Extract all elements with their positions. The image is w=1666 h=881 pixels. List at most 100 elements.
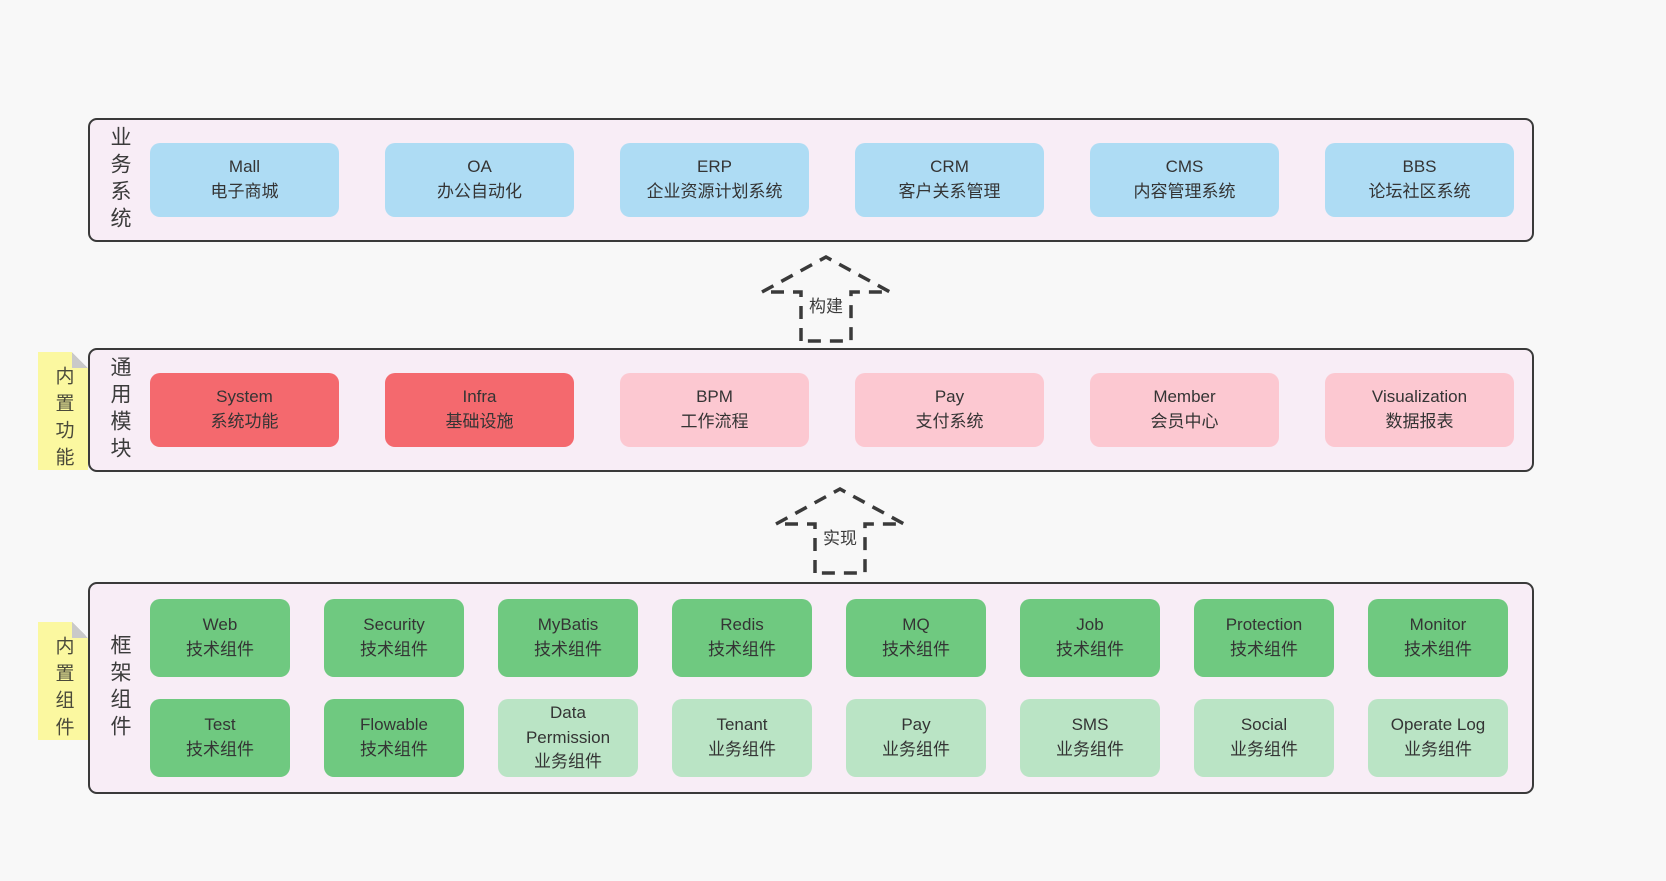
- arrow-build-label: 构建: [806, 292, 846, 317]
- box-subtitle: 客户关系管理: [898, 182, 1001, 201]
- box-subtitle: 技术组件: [1230, 640, 1298, 659]
- box-visualization: Visualization 数据报表: [1325, 373, 1514, 447]
- box-erp: ERP 企业资源计划系统: [620, 143, 809, 217]
- box-title: Mall: [228, 157, 261, 177]
- box-sms: SMS 业务组件: [1020, 699, 1160, 777]
- box-flowable: Flowable 技术组件: [324, 699, 464, 777]
- box-subtitle: 技术组件: [360, 640, 428, 659]
- sticky-note-label: 内置功能: [52, 366, 74, 474]
- box-row: System 系统功能 Infra 基础设施 BPM 工作流程 Pay 支付系统 Member 会…: [150, 373, 1514, 447]
- dashed-up-arrow-icon: [761, 255, 891, 343]
- box-subtitle: 业务组件: [534, 752, 602, 772]
- box-subtitle: 论坛社区系统: [1368, 182, 1471, 201]
- box-mybatis: MyBatis 技术组件: [498, 599, 638, 677]
- box-row: Mall 电子商城 OA 办公自动化 ERP 企业资源计划系统 CRM 客户关系管理 CMS 内容…: [150, 143, 1514, 217]
- box-title: MQ: [902, 615, 930, 635]
- note-fold-icon: [72, 352, 88, 368]
- box-title: CRM: [930, 157, 969, 177]
- box-row: Test 技术组件 Flowable 技术组件 Data Permission 业务组件 T…: [150, 699, 1508, 777]
- box-subtitle: 会员中心: [1150, 412, 1219, 431]
- box-title: Redis: [720, 615, 764, 635]
- box-subtitle: 技术组件: [186, 740, 254, 759]
- box-subtitle: 工作流程: [680, 412, 749, 431]
- box-title: Pay: [934, 387, 965, 407]
- box-title: Tenant: [716, 715, 768, 735]
- arrow-build: 构建: [756, 254, 896, 344]
- box-pay: Pay 支付系统: [855, 373, 1044, 447]
- box-title: Social: [1240, 715, 1288, 735]
- box-bpm: BPM 工作流程: [620, 373, 809, 447]
- box-title: CMS: [1165, 157, 1204, 177]
- box-subtitle: 业务组件: [1404, 740, 1472, 759]
- box-title: Flowable: [359, 715, 429, 735]
- box-title: Security: [363, 615, 425, 635]
- box-subtitle: 企业资源计划系统: [646, 182, 783, 201]
- box-redis: Redis 技术组件: [672, 599, 812, 677]
- box-subtitle: 业务组件: [1230, 740, 1298, 759]
- box-title: Visualization: [1371, 387, 1468, 407]
- box-subtitle: 业务组件: [882, 740, 950, 759]
- box-subtitle: 技术组件: [882, 640, 950, 659]
- box-title: Job: [1076, 615, 1104, 635]
- box-monitor: Monitor 技术组件: [1368, 599, 1508, 677]
- box-subtitle: 技术组件: [534, 640, 602, 659]
- box-security: Security 技术组件: [324, 599, 464, 677]
- box-cms: CMS 内容管理系统: [1090, 143, 1279, 217]
- section-label-framework: 框架组件: [108, 634, 131, 742]
- box-crm: CRM 客户关系管理: [855, 143, 1044, 217]
- box-pay: Pay 业务组件: [846, 699, 986, 777]
- box-title: Operate Log: [1390, 715, 1486, 735]
- box-subtitle: 系统功能: [210, 412, 279, 431]
- box-subtitle: 内容管理系统: [1133, 182, 1236, 201]
- box-data-permission: Data Permission 业务组件: [498, 699, 638, 777]
- dashed-up-arrow-icon: [775, 487, 905, 575]
- box-member: Member 会员中心: [1090, 373, 1279, 447]
- sticky-note-builtin-features: 内置功能: [38, 352, 88, 474]
- box-subtitle: 数据报表: [1385, 412, 1454, 431]
- box-title: Member: [1153, 387, 1216, 407]
- box-test: Test 技术组件: [150, 699, 290, 777]
- box-subtitle: 技术组件: [708, 640, 776, 659]
- box-title: Test: [204, 715, 236, 735]
- box-subtitle: 电子商城: [210, 182, 279, 201]
- arrow-implement-label: 实现: [820, 524, 860, 549]
- box-title: Web: [202, 615, 238, 635]
- box-title: Monitor: [1409, 615, 1467, 635]
- box-title: Pay: [901, 715, 931, 735]
- box-title: SMS: [1071, 715, 1109, 735]
- box-title: Infra: [462, 387, 497, 407]
- box-subtitle: 业务组件: [708, 740, 776, 759]
- box-mall: Mall 电子商城: [150, 143, 339, 217]
- box-subtitle: 支付系统: [915, 412, 984, 431]
- sticky-note-label: 内置组件: [52, 636, 74, 744]
- box-title: BPM: [696, 387, 733, 407]
- box-title: Data Permission: [525, 703, 611, 747]
- box-subtitle: 技术组件: [360, 740, 428, 759]
- box-subtitle: 基础设施: [445, 412, 514, 431]
- arrow-implement: 实现: [770, 486, 910, 576]
- box-system: System 系统功能: [150, 373, 339, 447]
- box-title: MyBatis: [537, 615, 599, 635]
- box-title: System: [216, 387, 273, 407]
- box-subtitle: 技术组件: [186, 640, 254, 659]
- box-social: Social 业务组件: [1194, 699, 1334, 777]
- box-infra: Infra 基础设施: [385, 373, 574, 447]
- box-operate-log: Operate Log 业务组件: [1368, 699, 1508, 777]
- box-title: OA: [467, 157, 492, 177]
- box-subtitle: 技术组件: [1404, 640, 1472, 659]
- box-subtitle: 业务组件: [1056, 740, 1124, 759]
- box-web: Web 技术组件: [150, 599, 290, 677]
- business-box-grid: Mall 电子商城 OA 办公自动化 ERP 企业资源计划系统 CRM 客户关系管理 CMS 内容…: [150, 143, 1514, 217]
- box-subtitle: 办公自动化: [437, 182, 522, 201]
- box-title: ERP: [697, 157, 732, 177]
- sticky-note-builtin-components: 内置组件: [38, 622, 88, 744]
